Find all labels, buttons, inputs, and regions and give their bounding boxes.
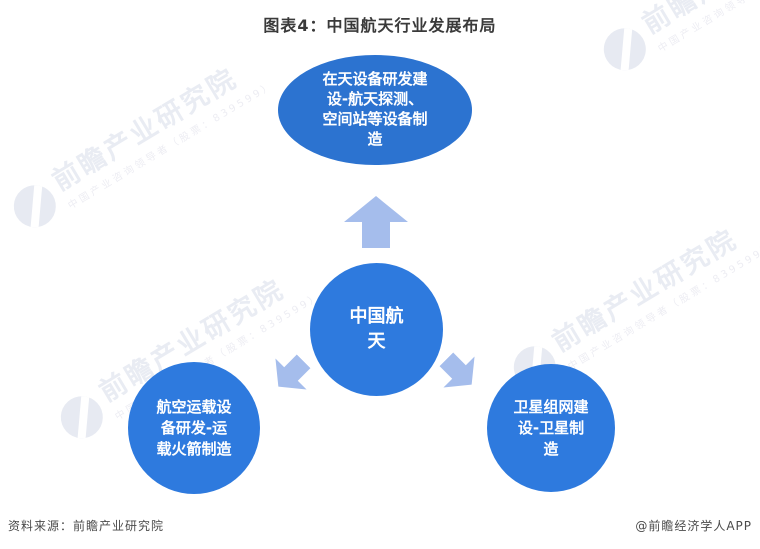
qianzhan-logo-icon bbox=[6, 177, 64, 236]
node-satellite-network: 卫星组网建 设-卫星制 造 bbox=[487, 364, 615, 492]
node-space-equipment-label: 在天设备研发建 设-航天探测、 空间站等设备制 造 bbox=[322, 70, 428, 148]
arrow-up-icon bbox=[344, 196, 408, 248]
node-satellite-network-label: 卫星组网建 设-卫星制 造 bbox=[513, 397, 589, 458]
node-launch-vehicle-label: 航空运载设 备研发-运 载火箭制造 bbox=[156, 397, 232, 458]
arrow-down-left-icon bbox=[275, 354, 311, 390]
chart-title: 图表4：中国航天行业发展布局 bbox=[263, 16, 497, 35]
watermark-subtext: 中国产业咨询领导者（股票：839599） bbox=[66, 79, 277, 212]
watermark-subtext: 中国产业咨询领导者（股票：839599） bbox=[566, 240, 760, 373]
watermark-text: 前瞻产业研究院 bbox=[47, 62, 244, 198]
watermark: 前瞻产业研究院 中国产业咨询领导者（股票：839599） bbox=[5, 49, 276, 237]
node-china-aerospace-label: 中国航 天 bbox=[349, 306, 404, 352]
qianzhan-logo-icon bbox=[53, 388, 111, 447]
node-space-equipment: 在天设备研发建 设-航天探测、 空间站等设备制 造 bbox=[278, 55, 472, 165]
node-china-aerospace: 中国航 天 bbox=[310, 263, 443, 396]
credit-text: @前瞻经济学人APP bbox=[635, 519, 752, 533]
node-launch-vehicle: 航空运载设 备研发-运 载火箭制造 bbox=[128, 362, 260, 494]
data-source-text: 资料来源：前瞻产业研究院 bbox=[8, 519, 165, 533]
arrow-down-right-icon bbox=[439, 352, 475, 388]
watermark-text: 前瞻产业研究院 bbox=[547, 223, 744, 359]
